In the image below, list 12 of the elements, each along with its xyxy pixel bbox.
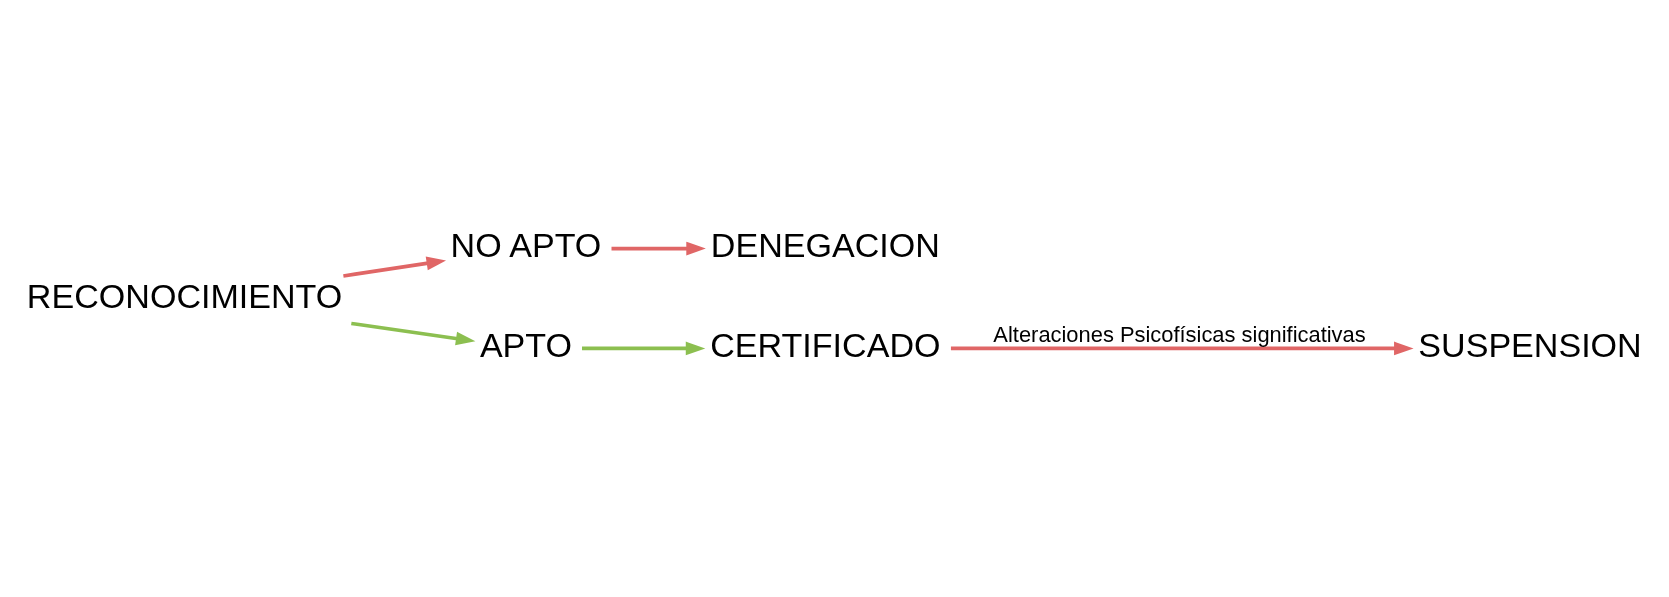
node-text: DENEGACION (710, 226, 940, 264)
node-text: APTO (479, 325, 573, 364)
arrow (351, 321, 476, 346)
arrow (950, 341, 1414, 356)
edge-label: Alteraciones Psicofísicas significativas (993, 321, 1366, 347)
node-text: SUSPENSION (1418, 325, 1642, 364)
node-text: CERTIFICADO (710, 325, 941, 364)
node-text: RECONOCIMIENTO (26, 277, 343, 316)
node-text: NO APTO (450, 226, 602, 264)
arrow (343, 256, 447, 278)
arrow (611, 241, 706, 256)
arrow (582, 341, 706, 356)
